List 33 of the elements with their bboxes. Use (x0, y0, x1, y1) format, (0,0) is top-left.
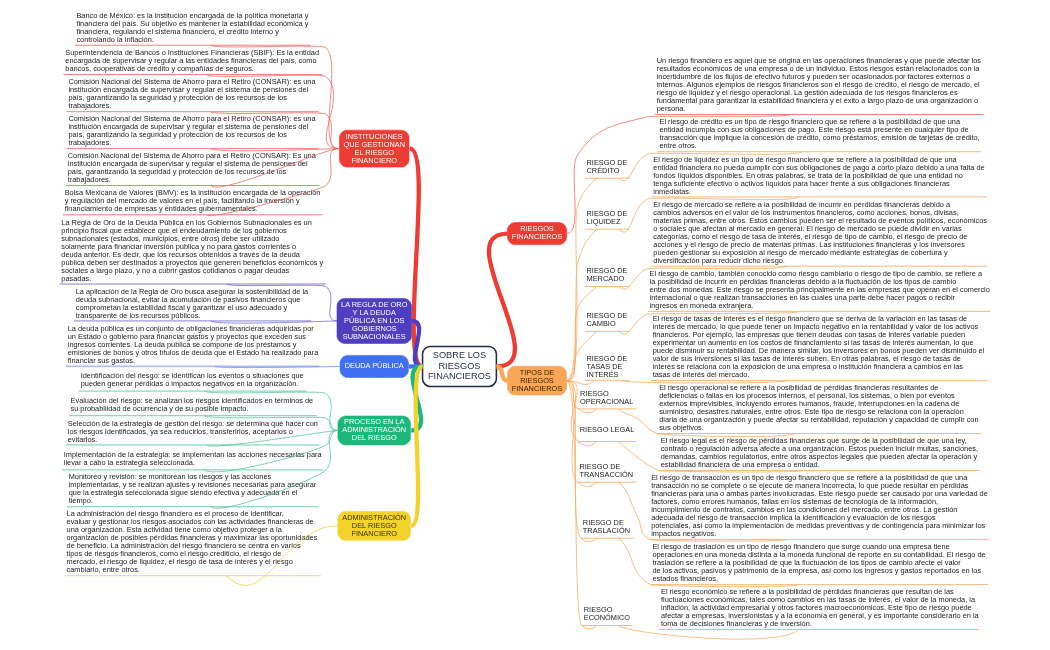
connector (566, 228, 598, 381)
connector (206, 148, 339, 216)
connector (204, 390, 338, 431)
connector (620, 380, 787, 384)
connector (618, 481, 787, 542)
connector (204, 415, 338, 431)
connector (204, 430, 338, 473)
connector (214, 366, 341, 368)
connector (206, 74, 339, 149)
node-box: SOBRE LOS RIESGOS FINANCIEROS (421, 345, 498, 388)
connector (618, 151, 803, 182)
connector (566, 380, 598, 630)
connector (566, 114, 791, 234)
connector (210, 430, 338, 509)
connector (566, 380, 598, 447)
connector (226, 525, 338, 586)
connector (495, 364, 509, 383)
connector (566, 380, 598, 543)
connector (618, 408, 795, 437)
connector (566, 177, 598, 381)
connector (618, 311, 799, 335)
connector (618, 196, 799, 233)
connector (618, 265, 787, 290)
connector (566, 331, 598, 381)
connector (566, 286, 598, 381)
connector (210, 320, 338, 324)
connector (210, 111, 339, 149)
connector (210, 148, 339, 188)
connector (618, 625, 799, 640)
connector (566, 380, 598, 487)
connector (618, 441, 803, 473)
connector (210, 44, 339, 149)
connector (618, 537, 799, 587)
